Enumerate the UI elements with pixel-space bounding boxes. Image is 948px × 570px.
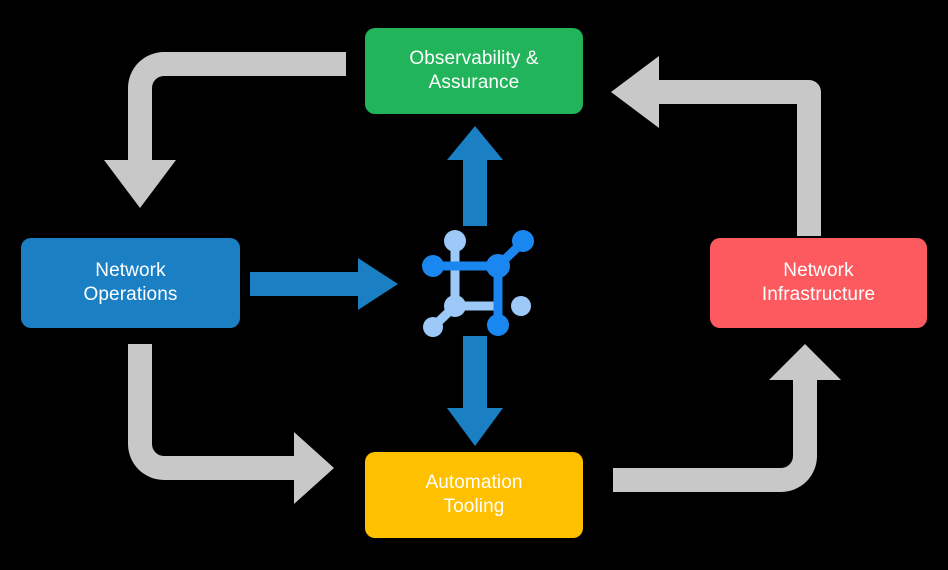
box-network-infrastructure-label: Network Infrastructure	[762, 259, 875, 308]
box-automation-tooling[interactable]: Automation Tooling	[365, 452, 583, 538]
box-automation-tooling-label: Automation Tooling	[425, 471, 522, 520]
box-automation-tooling-line1: Automation	[425, 471, 523, 493]
box-network-operations[interactable]: Network Operations	[21, 238, 240, 328]
flow-arrow-automation-to-infrastructure	[613, 344, 841, 492]
box-network-operations-line2: Operations	[83, 284, 178, 305]
box-network-operations-line1: Network	[95, 259, 166, 281]
arrow-center-to-observability	[447, 126, 503, 226]
box-observability-label: Observability & Assurance	[409, 47, 538, 96]
arrow-center-to-automation	[447, 336, 503, 446]
box-network-infrastructure-line1: Network	[783, 259, 854, 281]
network-mesh-icon	[422, 230, 534, 337]
flow-arrow-infrastructure-to-observability	[611, 56, 821, 236]
box-automation-tooling-line2: Tooling	[443, 496, 505, 517]
flow-arrow-observability-to-operations	[104, 52, 346, 208]
box-network-infrastructure-line2: Infrastructure	[761, 284, 876, 305]
box-network-infrastructure[interactable]: Network Infrastructure	[710, 238, 927, 328]
arrow-operations-to-center	[250, 258, 398, 310]
box-network-operations-label: Network Operations	[84, 259, 178, 308]
box-observability-line1: Observability &	[409, 47, 539, 69]
flow-arrow-operations-to-automation	[128, 344, 334, 504]
box-observability-line2: Assurance	[428, 72, 520, 93]
box-observability-assurance[interactable]: Observability & Assurance	[365, 28, 583, 114]
